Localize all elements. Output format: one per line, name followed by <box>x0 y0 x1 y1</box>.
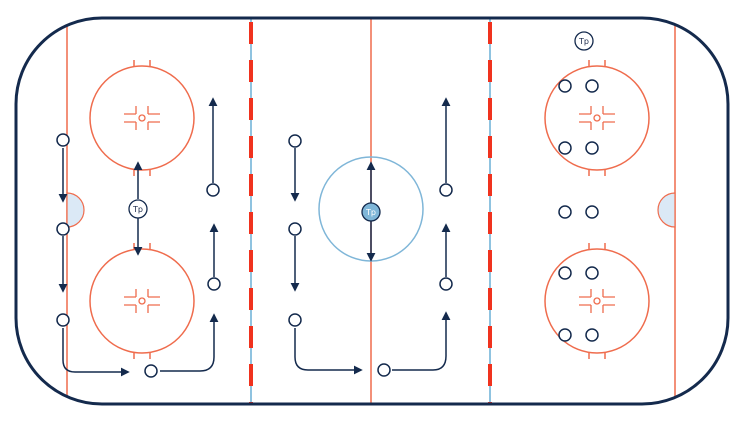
player-marker <box>558 141 572 155</box>
player-marker <box>56 313 70 327</box>
faceoff-hash-mark-icon <box>579 106 615 130</box>
faceoff-hash-mark-icon <box>124 289 160 313</box>
player-marker <box>288 313 302 327</box>
faceoff-hash-mark-icon <box>579 289 615 313</box>
faceoff-circle-left-top <box>89 60 195 176</box>
coach-marker-right: Tp <box>574 31 594 51</box>
player-marker <box>585 79 599 93</box>
player-marker <box>558 205 572 219</box>
players <box>56 79 599 378</box>
arrow-path <box>62 328 130 377</box>
arrow-path <box>392 311 451 371</box>
player-marker <box>439 277 453 291</box>
player-marker <box>56 222 70 236</box>
player-marker <box>558 266 572 280</box>
player-marker <box>144 364 158 378</box>
faceoff-circle-right-bottom <box>544 243 650 359</box>
player-marker <box>377 363 391 377</box>
goal-crease-left <box>66 192 85 228</box>
rink-boards <box>14 16 730 406</box>
faceoff-hash-mark-icon <box>124 106 160 130</box>
goal-crease-right <box>657 192 676 228</box>
coach-marker-left: Tp <box>128 199 148 219</box>
player-marker <box>585 205 599 219</box>
player-marker <box>558 79 572 93</box>
player-marker <box>558 328 572 342</box>
player-marker <box>56 133 70 147</box>
player-marker <box>439 183 453 197</box>
drill-arrows <box>58 97 451 377</box>
player-marker <box>585 328 599 342</box>
coach-marker-center: Tp <box>361 202 381 222</box>
arrow-path <box>160 313 219 372</box>
faceoff-circle-left-bottom <box>89 243 195 359</box>
coach-marker-label: Tp <box>132 205 143 214</box>
player-marker <box>585 141 599 155</box>
coach-marker-label: Tp <box>578 37 589 46</box>
coach-marker-label: Tp <box>365 208 376 217</box>
faceoff-circle-right-top <box>544 60 650 176</box>
player-marker <box>206 183 220 197</box>
player-marker <box>207 277 221 291</box>
player-marker <box>288 134 302 148</box>
player-marker <box>585 266 599 280</box>
arrow-path <box>294 328 363 375</box>
player-marker <box>288 222 302 236</box>
